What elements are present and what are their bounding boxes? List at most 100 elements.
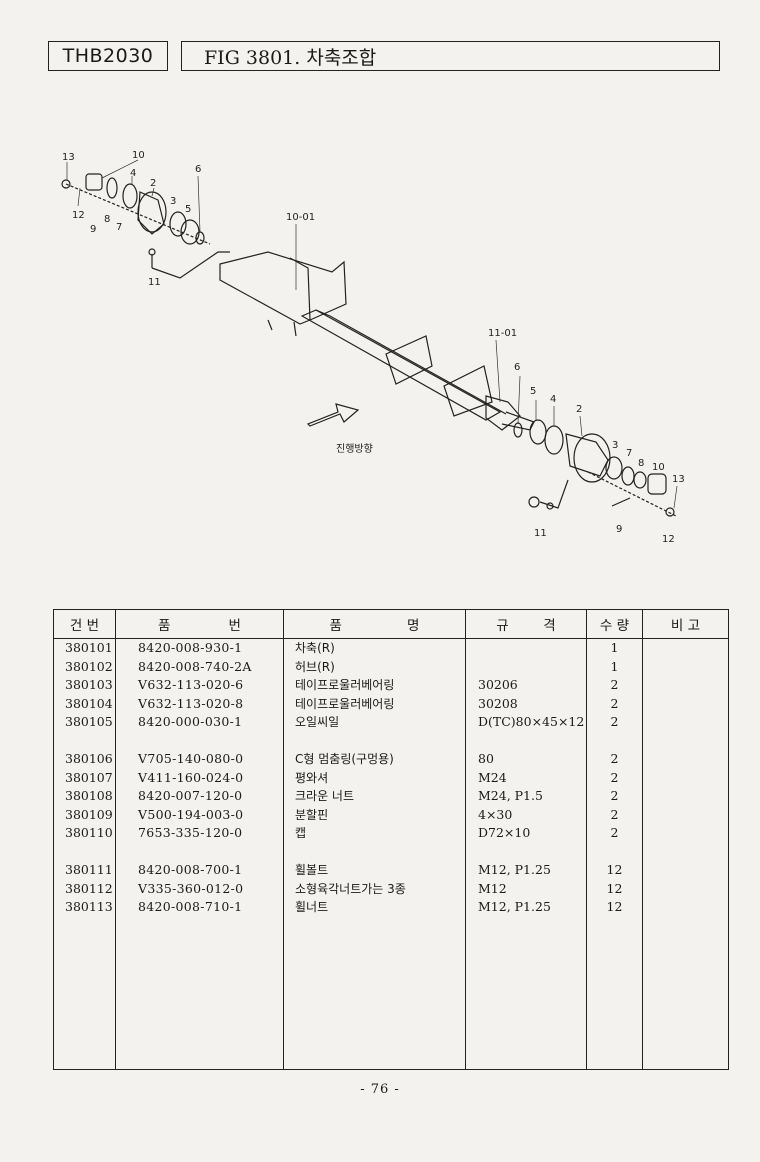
callout-10-right: 10 (652, 462, 665, 473)
callout-11-left: 11 (148, 277, 161, 288)
cell-qty: 12 (606, 880, 623, 896)
callout-9-right: 9 (616, 524, 622, 535)
cell-no: 380102 (65, 658, 113, 674)
cell-qty: 12 (606, 861, 623, 877)
callout-2-left: 2 (150, 178, 156, 189)
callout-9-left: 9 (90, 224, 96, 235)
item-no-column: 380101 380102 380103 380104 380105 380106 3801… (53, 638, 116, 1070)
cell-spec: M12, P1.25 (478, 861, 551, 877)
cell-name: C형 멈춤링(구멍용) (295, 751, 394, 766)
callout-4-right: 4 (550, 394, 556, 405)
cell-part-number: 8420-008-930-1 (138, 640, 243, 655)
callout-12-left: 12 (72, 210, 85, 221)
cell-name: 휠볼트 (295, 862, 329, 877)
cell-no: 380112 (65, 880, 113, 896)
cell-part-number: V500-194-003-0 (138, 806, 244, 822)
callout-4-left: 4 (130, 168, 136, 179)
cell-part-number: 8420-008-740-2A (138, 658, 252, 674)
callout-3-left: 3 (170, 196, 176, 207)
figure-title: FIG 3801. 차축조합 (204, 46, 377, 69)
cell-spec: 30208 (478, 695, 518, 711)
cell-spec (466, 639, 586, 658)
callout-6-left: 6 (195, 164, 201, 175)
cell-qty: 1 (610, 658, 619, 674)
cell-spec: D72×10 (478, 825, 531, 841)
cell-no: 380105 (65, 714, 113, 730)
cell-spec: D(TC)80×45×12 (478, 714, 585, 730)
cell-part-number: 8420-000-030-1 (138, 714, 243, 730)
cell-spec: 80 (478, 750, 494, 766)
model-code: THB2030 (62, 45, 154, 67)
cell-no: 380106 (65, 750, 113, 766)
cell-qty: 2 (610, 695, 619, 711)
cell-no: 380107 (65, 769, 113, 785)
callout-3-right: 3 (612, 440, 618, 451)
cell-spec: M24 (478, 769, 507, 785)
cell-qty: 2 (610, 750, 619, 766)
cell-no: 380109 (65, 806, 113, 822)
cell-qty: 2 (610, 825, 619, 841)
cell-spec (466, 658, 586, 677)
callout-13-right: 13 (672, 474, 685, 485)
header-item-no: 건 번 (53, 609, 116, 639)
callout-6-right: 6 (514, 362, 520, 373)
callout-7-right: 7 (626, 448, 632, 459)
callout-8-right: 8 (638, 458, 644, 469)
cell-name: 휠너트 (295, 900, 329, 915)
callout-13-left: 13 (62, 152, 75, 163)
cell-part-number: V632-113-020-8 (138, 695, 244, 711)
cell-spec: M24, P1.5 (478, 788, 543, 804)
cell-part-number: V335-360-012-0 (138, 880, 244, 896)
cell-name: 허브(R) (295, 659, 335, 674)
callout-11-01: 11-01 (488, 328, 517, 339)
figure-title-box: FIG 3801. 차축조합 (181, 41, 720, 71)
cell-name: 분할핀 (295, 807, 329, 822)
cell-qty: 12 (606, 899, 623, 915)
model-code-box: THB2030 (48, 41, 168, 71)
cell-spec: 4×30 (478, 806, 513, 822)
callout-10-01: 10-01 (286, 212, 315, 223)
cell-no: 380113 (65, 899, 113, 915)
cell-no: 380104 (65, 695, 113, 711)
cell-part-number: 7653-335-120-0 (138, 825, 243, 841)
part-number-column: 8420-008-930-1 8420-008-740-2A V632-113-02… (115, 638, 284, 1070)
cell-qty: 2 (610, 806, 619, 822)
cell-no: 380108 (65, 788, 113, 804)
header-remarks: 비 고 (642, 609, 729, 639)
cell-part-number: 8420-007-120-0 (138, 788, 243, 804)
callout-12-right: 12 (662, 534, 675, 545)
callout-8-left: 8 (104, 214, 110, 225)
cell-qty: 2 (610, 714, 619, 730)
callout-10-left: 10 (132, 150, 145, 161)
cell-qty: 2 (610, 769, 619, 785)
cell-part-number: 8420-008-700-1 (138, 861, 243, 877)
cell-no: 380103 (65, 677, 113, 693)
table-body-row: 380101 380102 380103 380104 380105 380106 3801… (53, 638, 729, 1070)
cell-name: 차축(R) (295, 641, 335, 655)
cell-no: 380101 (65, 640, 113, 655)
callout-11-right: 11 (534, 528, 547, 539)
cell-spec: M12, P1.25 (478, 899, 551, 915)
cell-no: 380111 (65, 861, 113, 877)
cell-part-number: V632-113-020-6 (138, 677, 244, 693)
callout-5-left: 5 (185, 204, 191, 215)
cell-part-number: V411-160-024-0 (138, 769, 244, 785)
cell-name: 평와셔 (295, 770, 329, 785)
cell-qty: 2 (610, 677, 619, 693)
cell-name: 크라운 너트 (295, 789, 355, 804)
cell-qty: 2 (610, 788, 619, 804)
cell-name: 캡 (295, 826, 307, 841)
callout-7-left: 7 (116, 222, 122, 233)
cell-spec: 30206 (478, 677, 518, 693)
remarks-column (642, 638, 729, 1070)
callout-2-right: 2 (576, 404, 582, 415)
cell-part-number: V705-140-080-0 (138, 750, 244, 766)
